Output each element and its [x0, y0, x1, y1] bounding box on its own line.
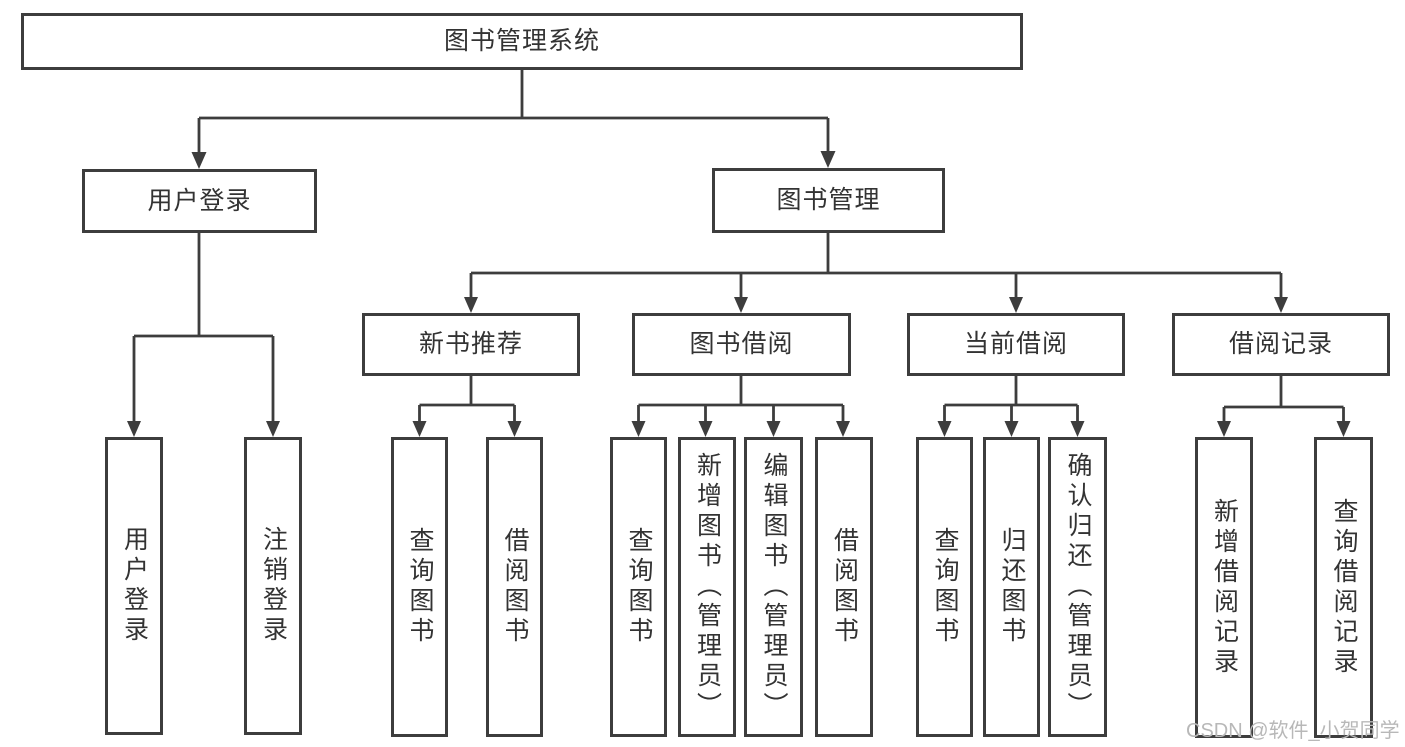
- leaf-return-book-label: 归还图书: [998, 527, 1026, 647]
- leaf-add-borrow-record-label: 新增借阅记录: [1210, 497, 1239, 678]
- leaf-add-book-admin-label: 新增图书（管理员）: [693, 452, 722, 722]
- node-book-management: 图书管理: [712, 168, 945, 233]
- leaf-query-books-current-label: 查询图书: [931, 527, 959, 647]
- leaf-query-books-borrow-label: 查询图书: [625, 527, 653, 647]
- leaf-confirm-return-admin: 确认归还（管理员）: [1048, 437, 1107, 737]
- leaf-logout-label: 注销登录: [259, 526, 288, 646]
- leaf-edit-book-admin: 编辑图书（管理员）: [744, 437, 803, 737]
- leaf-query-books-recommend-label: 查询图书: [406, 527, 434, 647]
- leaf-user-login-label: 用户登录: [120, 526, 149, 646]
- node-new-book-recommendation: 新书推荐: [362, 313, 580, 376]
- leaf-add-borrow-record: 新增借阅记录: [1195, 437, 1253, 738]
- leaf-edit-book-admin-label: 编辑图书（管理员）: [760, 452, 788, 722]
- watermark: CSDN @软件_小贺同学: [1186, 720, 1400, 742]
- leaf-query-books-recommend: 查询图书: [391, 437, 448, 737]
- leaf-query-books-current: 查询图书: [916, 437, 973, 737]
- node-current-borrowing: 当前借阅: [907, 313, 1125, 376]
- leaf-query-books-borrow: 查询图书: [610, 437, 667, 737]
- leaf-borrow-books-recommend-label: 借阅图书: [501, 527, 529, 647]
- leaf-borrow-books-label: 借阅图书: [830, 527, 859, 647]
- leaf-borrow-books: 借阅图书: [815, 437, 873, 737]
- leaf-query-borrow-record-label: 查询借阅记录: [1330, 497, 1358, 678]
- leaf-query-borrow-record: 查询借阅记录: [1314, 437, 1373, 738]
- node-user-login: 用户登录: [82, 169, 317, 233]
- leaf-borrow-books-recommend: 借阅图书: [486, 437, 543, 737]
- leaf-confirm-return-admin-label: 确认归还（管理员）: [1064, 452, 1092, 722]
- leaf-add-book-admin: 新增图书（管理员）: [678, 437, 736, 737]
- leaf-user-login: 用户登录: [105, 437, 163, 735]
- leaf-logout: 注销登录: [244, 437, 302, 735]
- node-library-management-system: 图书管理系统: [21, 13, 1023, 70]
- node-borrowing-records: 借阅记录: [1172, 313, 1390, 376]
- leaf-return-book: 归还图书: [983, 437, 1040, 737]
- node-book-borrowing: 图书借阅: [632, 313, 851, 376]
